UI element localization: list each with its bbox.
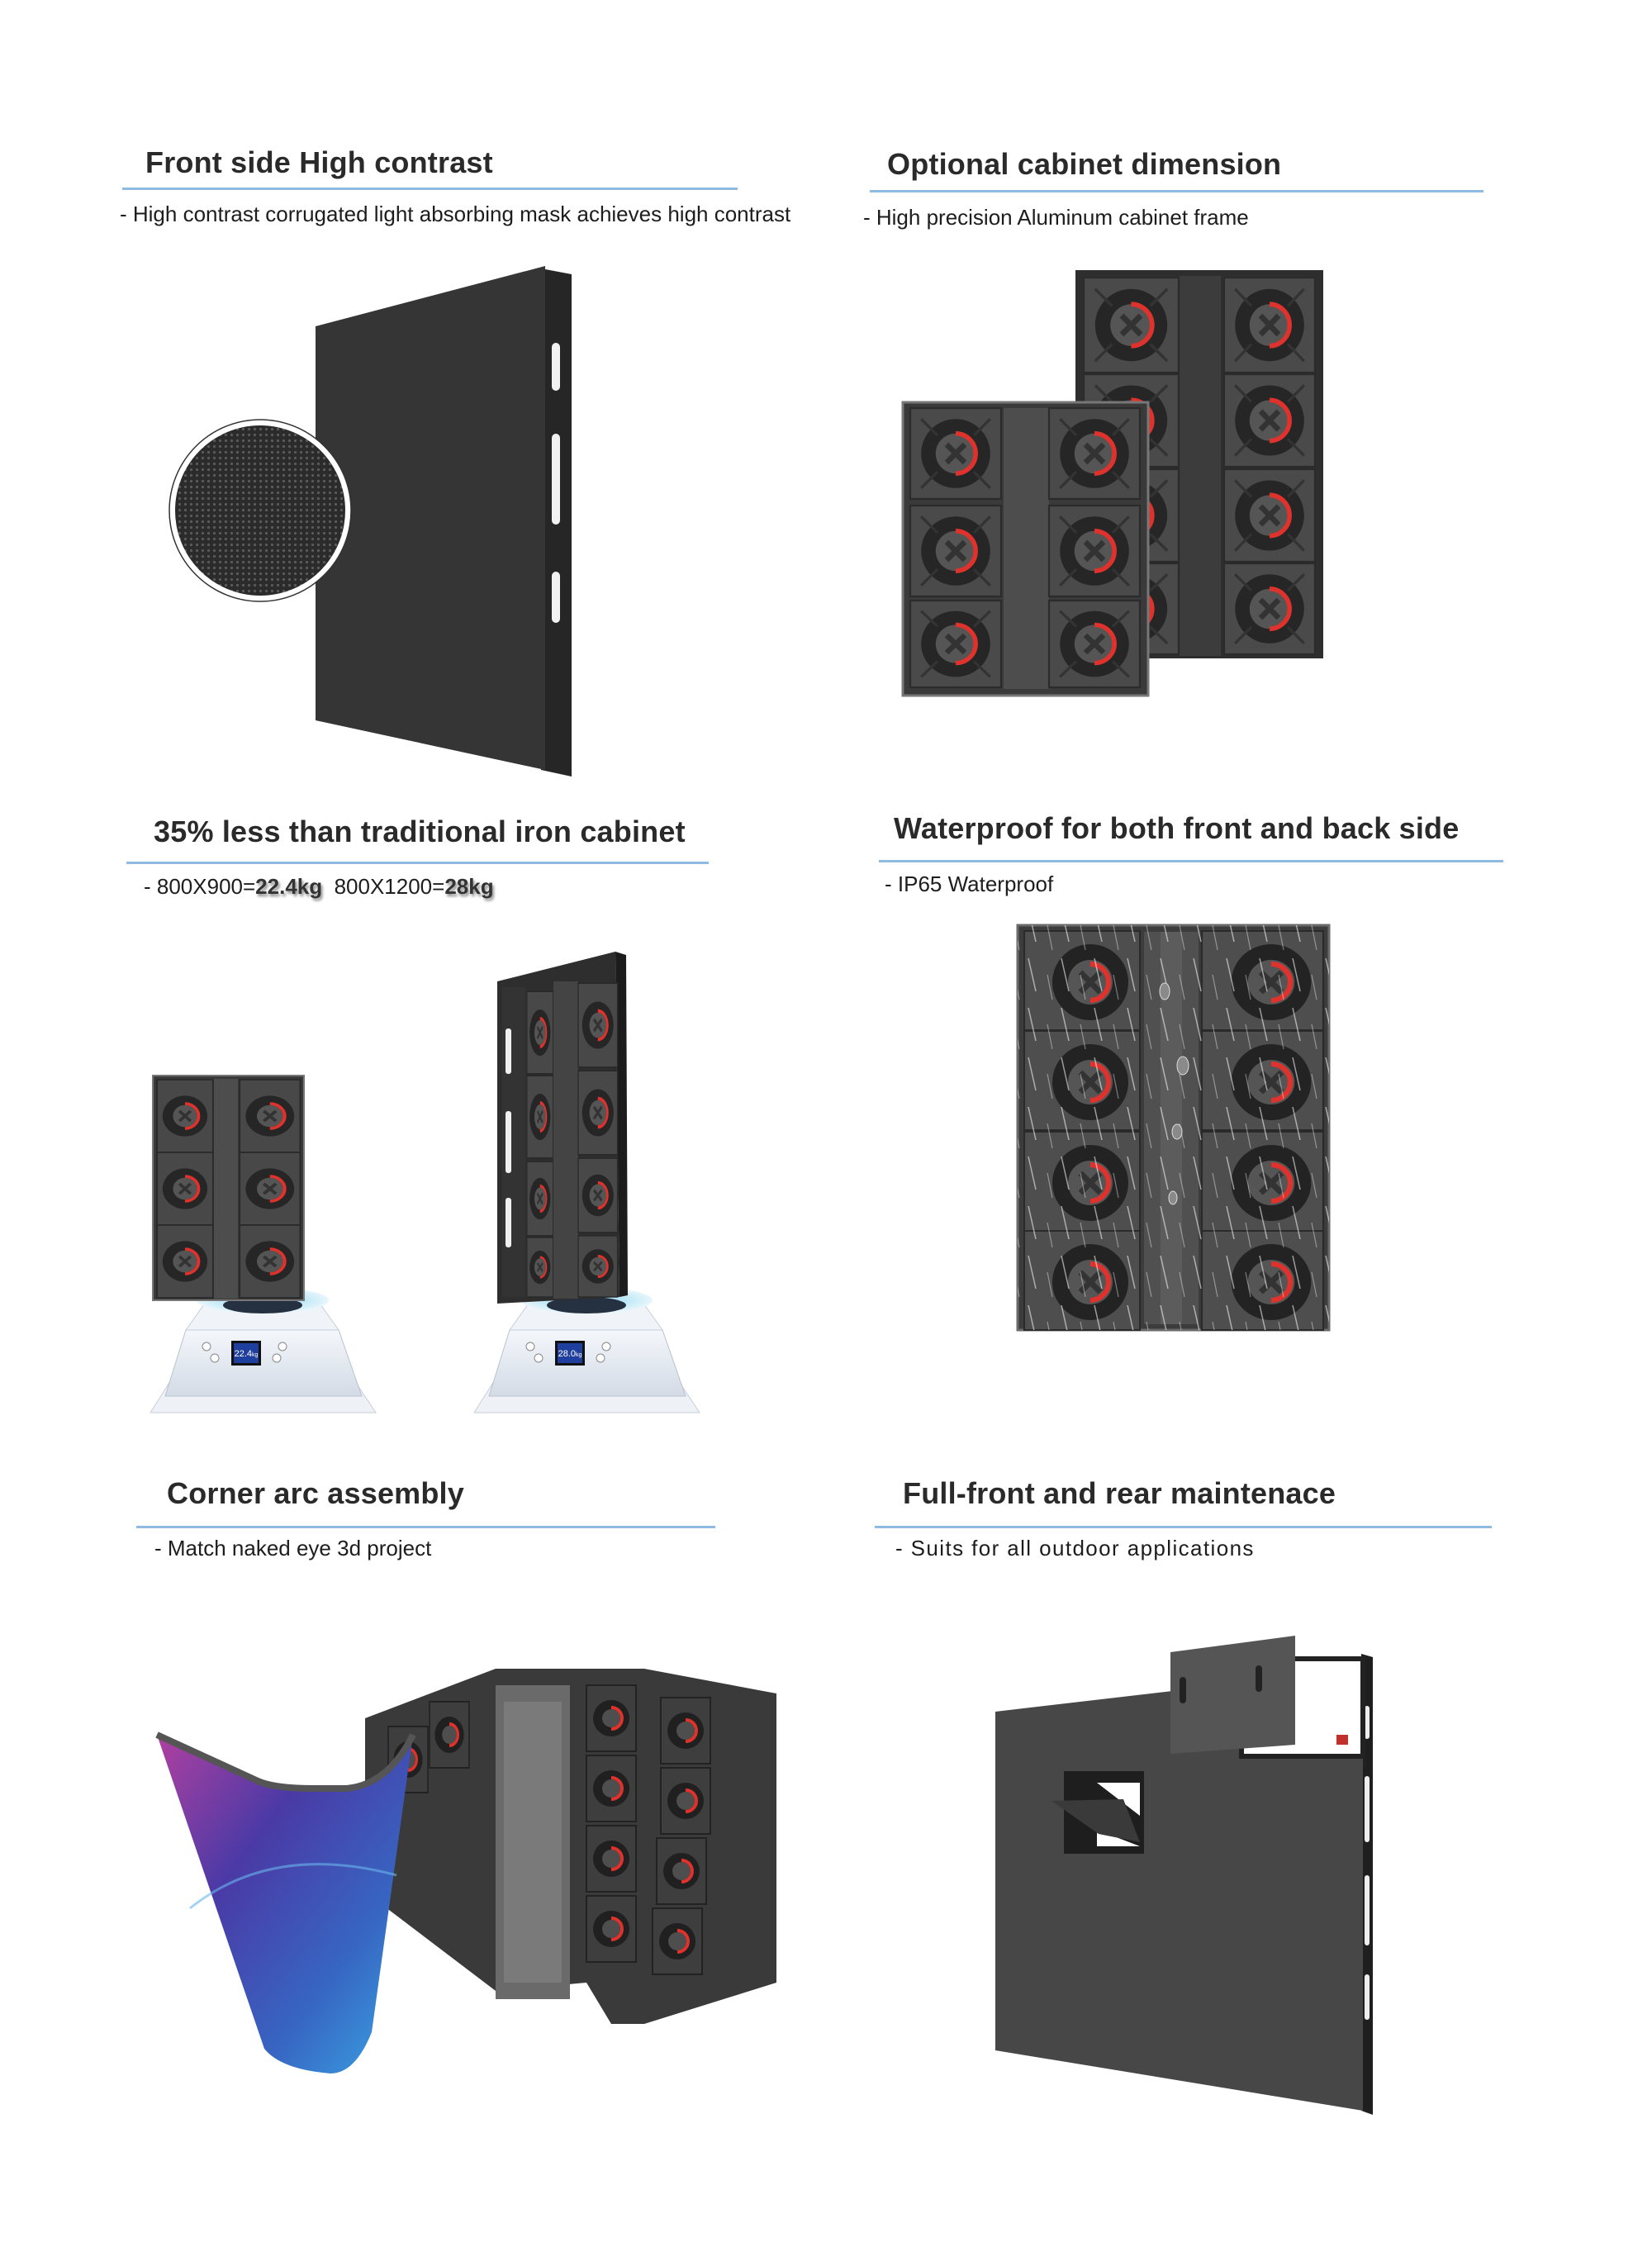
front-cabinet-illustration xyxy=(169,266,572,777)
section-rule xyxy=(126,862,709,864)
weight-text: - 800X900= xyxy=(144,874,256,899)
section-subtitle-weight: - 800X900=22.4kg 800X1200=28kg xyxy=(144,874,494,900)
frame-slot xyxy=(552,343,560,391)
section-title-front-side: Front side High contrast xyxy=(145,145,493,179)
weight-value-small: 22.4kg xyxy=(255,874,323,899)
waterproof-cabinet-illustration xyxy=(1016,924,1331,1446)
weight-text: 800X1200= xyxy=(322,874,445,899)
section-title-maintenance: Full-front and rear maintenace xyxy=(903,1476,1336,1510)
scale-right xyxy=(473,1287,700,1413)
small-cabinet xyxy=(901,401,1150,697)
cabinet-800x900 xyxy=(152,1075,305,1301)
water-droplet xyxy=(1171,1123,1183,1140)
weighing-illustration: 22.4kg 28.0kg xyxy=(150,952,700,1413)
corner-arc-illustration xyxy=(155,1669,776,2073)
cabinet-front-face xyxy=(316,266,545,770)
section-subtitle-maintenance: - Suits for all outdoor applications xyxy=(895,1536,1255,1560)
curved-led-screen xyxy=(157,1735,413,2073)
weight-value-large: 28kg xyxy=(444,874,494,899)
section-rule xyxy=(879,860,1503,862)
scale-reading-right: 28.0kg xyxy=(558,1349,582,1359)
section-subtitle-corner-arc: - Match naked eye 3d project xyxy=(154,1536,432,1560)
frame-slot xyxy=(552,434,560,525)
section-subtitle-cabinet-dimension: - High precision Aluminum cabinet frame xyxy=(863,205,1249,230)
section-title-corner-arc: Corner arc assembly xyxy=(167,1476,464,1510)
section-rule xyxy=(122,188,738,190)
cabinet-pair-illustration xyxy=(901,270,1323,697)
section-rule xyxy=(875,1526,1492,1528)
section-subtitle-front-side: - High contrast corrugated light absorbi… xyxy=(120,202,791,226)
scale-left xyxy=(150,1287,377,1413)
screen-top-edge xyxy=(155,1731,416,1792)
magnified-pixel-mask xyxy=(175,425,345,596)
section-title-waterproof: Waterproof for both front and back side xyxy=(894,811,1460,845)
hinged-module-panel xyxy=(1051,1799,1140,1842)
frame-slot xyxy=(552,572,560,623)
water-droplet xyxy=(1168,1190,1178,1205)
maintenance-cabinet-illustration xyxy=(995,1636,1373,2115)
wet-cabinet xyxy=(1016,924,1331,1330)
cabinet-800x1200 xyxy=(497,952,628,1304)
removed-led-module xyxy=(1170,1636,1295,1754)
section-rule xyxy=(136,1526,715,1528)
section-title-cabinet-dimension: Optional cabinet dimension xyxy=(887,147,1282,181)
section-title-weight: 35% less than traditional iron cabinet xyxy=(154,815,686,848)
water-droplet xyxy=(1159,982,1170,1000)
rear-cabinets xyxy=(365,1669,776,2024)
scale-reading-left: 22.4kg xyxy=(235,1349,259,1359)
water-droplet xyxy=(1176,1056,1189,1076)
section-subtitle-waterproof: - IP65 Waterproof xyxy=(885,872,1054,896)
section-rule xyxy=(870,190,1483,192)
